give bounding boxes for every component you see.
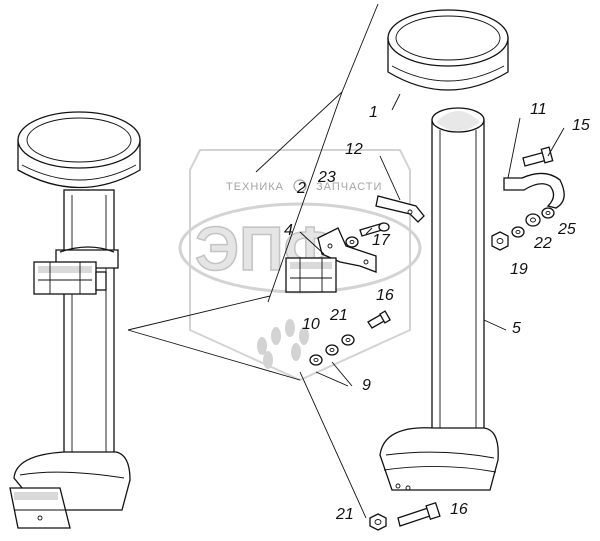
nut-21-lower: [369, 513, 387, 531]
callout-11: 11: [530, 101, 547, 118]
washer-23: [345, 236, 359, 248]
left-cap: [17, 111, 141, 189]
callout-12: 12: [345, 141, 363, 158]
callout-1: 1: [369, 104, 378, 121]
watermark-text-right: ЗАПЧАСТИ: [316, 181, 382, 193]
wheat-icon: [257, 319, 309, 369]
bracket-12: [375, 195, 425, 223]
right-pipe: [431, 107, 485, 441]
callout-5: 5: [512, 320, 521, 337]
callout-25: 25: [557, 221, 576, 238]
callout-22: 22: [533, 235, 552, 252]
nut-19: [491, 231, 509, 251]
callout-16-upper: 16: [376, 287, 394, 304]
callout-labels: 1 2 4 5 9 10 11 12 15 16 16 17 19 21 21 …: [284, 101, 590, 523]
left-base: [9, 451, 131, 529]
bracket-2: [317, 227, 377, 273]
leader-lines: [127, 3, 565, 519]
callout-9: 9: [362, 377, 371, 394]
right-cap: [387, 9, 509, 91]
callout-17: 17: [372, 232, 391, 249]
bolt-16-upper: [367, 310, 391, 329]
bolt-17: [359, 222, 390, 237]
bolt-15: [522, 146, 554, 167]
left-clamp: [33, 246, 119, 295]
washers-21-10: [309, 334, 355, 366]
bolt-16-lower: [397, 501, 441, 527]
callout-4: 4: [284, 222, 293, 239]
callout-19: 19: [510, 261, 528, 278]
callout-21-lower: 21: [335, 506, 354, 523]
right-assembly: [379, 9, 509, 491]
left-assembly: [9, 111, 141, 529]
gear-icon: [293, 179, 307, 193]
callout-15: 15: [572, 117, 590, 134]
clamp-4: [285, 257, 337, 293]
washers-22-25: [511, 207, 555, 238]
right-base: [379, 427, 499, 491]
watermark-text-left: ТЕХНИКА: [226, 181, 284, 193]
callout-16-lower: 16: [450, 501, 468, 518]
callout-10: 10: [302, 316, 320, 333]
callout-23: 23: [317, 169, 336, 186]
callout-2: 2: [296, 180, 306, 197]
callout-21-upper: 21: [329, 307, 348, 324]
left-pipe: [63, 189, 115, 466]
strap-clamp-11: [503, 172, 565, 209]
